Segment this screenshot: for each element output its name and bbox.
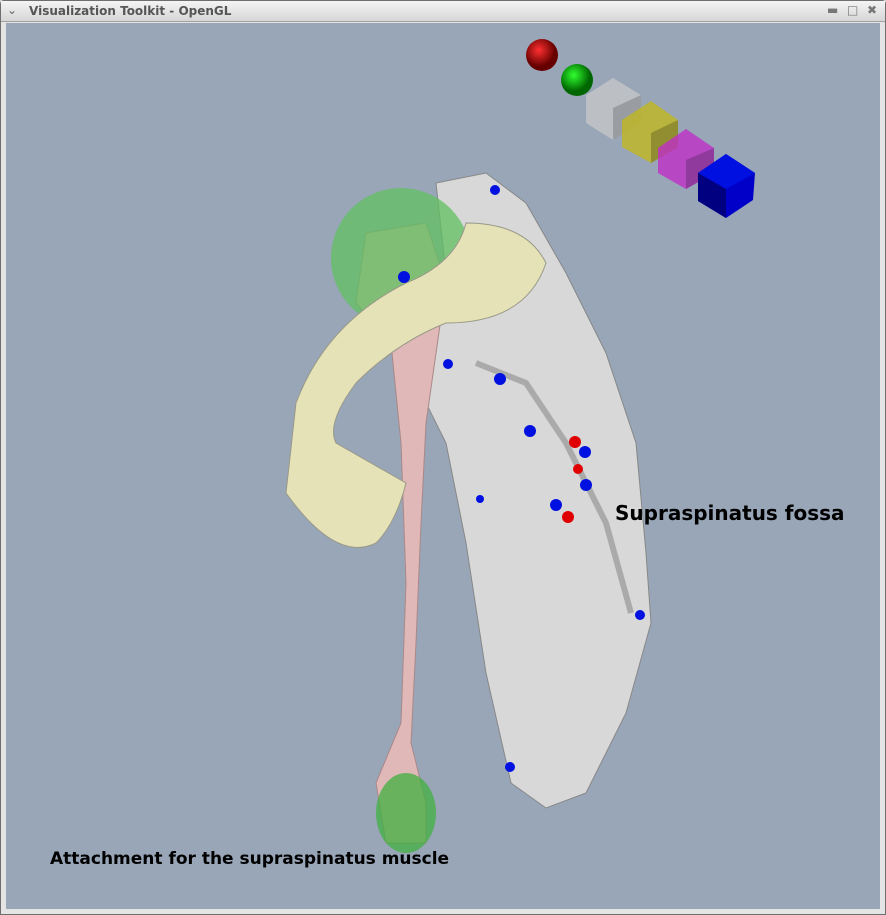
red-landmark-points xyxy=(562,436,583,523)
chevron-down-icon[interactable]: ⌄ xyxy=(7,3,18,17)
red-sphere xyxy=(526,39,558,71)
title-bar[interactable]: ⌄ Visualization Toolkit - OpenGL ▬ □ ✖ xyxy=(1,1,885,22)
maximize-icon[interactable]: □ xyxy=(847,3,859,17)
scene-3d[interactable] xyxy=(6,23,880,909)
window-title: Visualization Toolkit - OpenGL xyxy=(29,4,232,18)
landmark-points xyxy=(398,185,645,772)
green-sphere xyxy=(561,64,593,96)
close-icon[interactable]: ✖ xyxy=(867,3,878,17)
scapula-spine xyxy=(474,360,634,614)
blue-cube xyxy=(698,154,755,218)
clavicle-bone xyxy=(285,222,547,548)
label-supraspinatus-fossa: Supraspinatus fossa xyxy=(615,501,845,525)
minimize-icon[interactable]: ▬ xyxy=(827,3,839,17)
label-attachment: Attachment for the supraspinatus muscle xyxy=(50,849,450,869)
render-viewport[interactable]: Supraspinatus fossa Attachment for the s… xyxy=(6,23,880,909)
green-attachment-bottom xyxy=(376,773,436,853)
